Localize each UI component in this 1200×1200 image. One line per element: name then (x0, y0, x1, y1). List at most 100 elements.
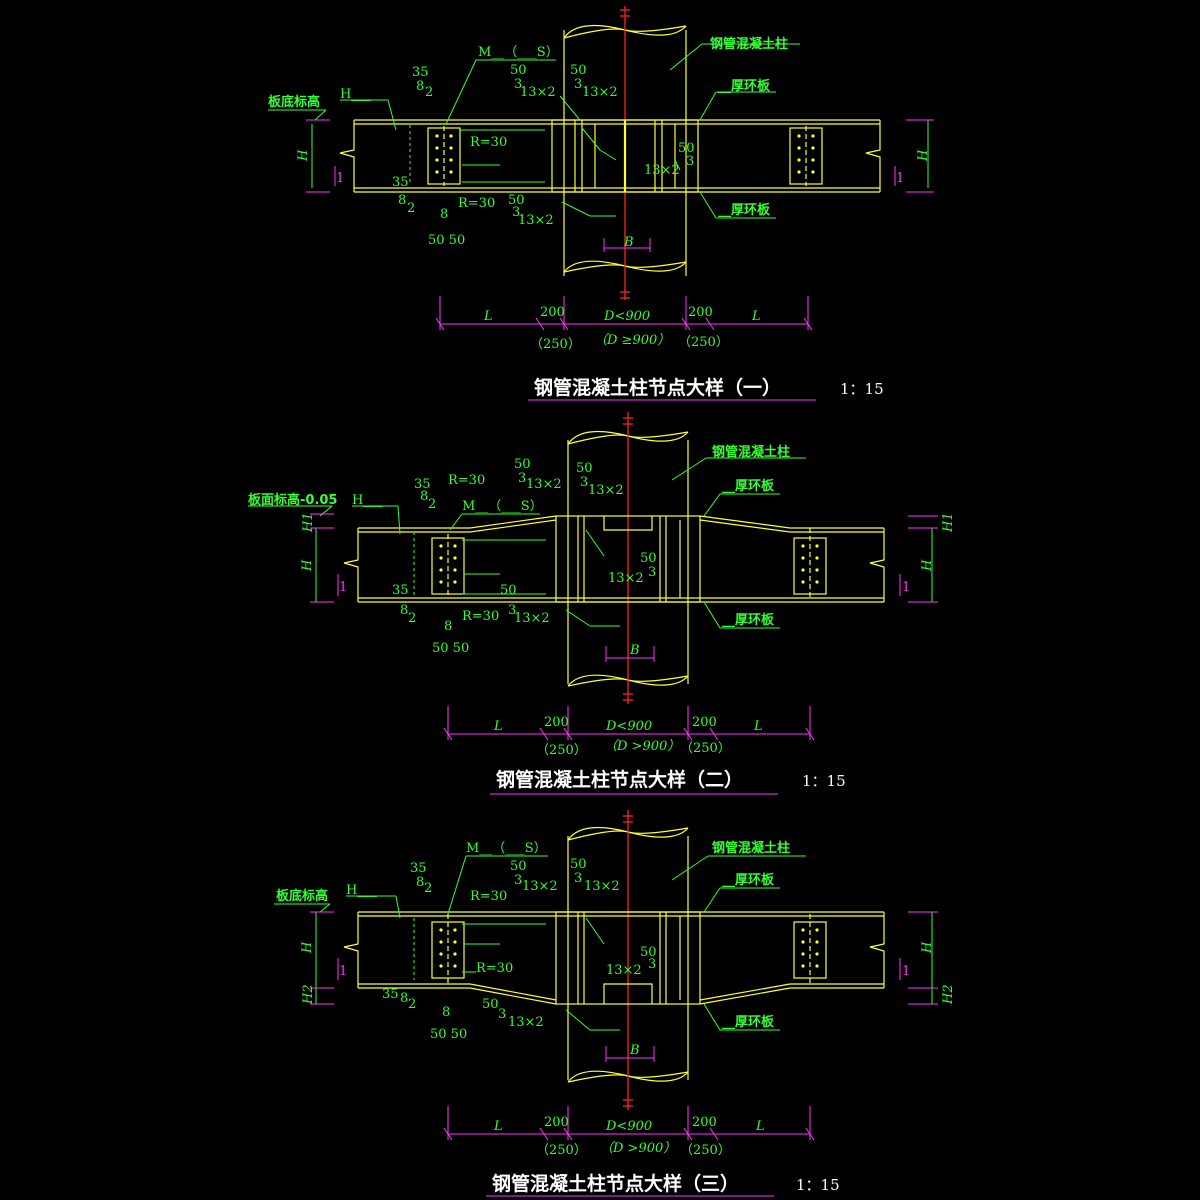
dim-L-right-2: L (753, 719, 763, 734)
dim-H-left-2: H (300, 559, 315, 572)
detail-2: 钢管混凝土柱 __厚环板 __厚环板 板面标高-0.05 H___ M__（__… (248, 412, 956, 795)
dim-8-plate-3: 8 (442, 1005, 450, 1020)
weld-13x2-b-2: 13×2 (588, 483, 624, 498)
dim-L-right-3: L (755, 1119, 765, 1134)
dim-D-alt-3: （D >900） (600, 1140, 676, 1156)
weld-3-c-1: 3 (686, 154, 694, 169)
dim-D-alt-1: （D ≥900） (594, 332, 670, 348)
section-1-right-1: 1 (896, 171, 904, 186)
weld-3-a-1: 3 (514, 77, 522, 92)
dim-8-bot-1: 8 (398, 193, 406, 208)
dim-H-right-2: H (920, 559, 935, 572)
weld-50-b-3: 50 (570, 857, 587, 872)
dim-8-top-2: 8 (420, 489, 428, 504)
dim-8-top-1: 8 (416, 79, 424, 94)
weld-50-d-3: 50 (482, 997, 499, 1012)
weld-13x2-a-1: 13×2 (520, 85, 556, 100)
detail-scale-1: 1：15 (840, 380, 884, 398)
dim-200-right-3: 200 (692, 1115, 717, 1130)
dim-35-top-1: 35 (412, 65, 429, 80)
detail-3: 钢管混凝土柱 __厚环板 __厚环板 板底标高 H___ M__（___S） R… (274, 810, 956, 1197)
dim-H1-right-2: H1 (941, 512, 956, 533)
dim-200-right-2: 200 (692, 715, 717, 730)
column-label-2: 钢管混凝土柱 (712, 444, 790, 460)
dim-8-bot-3: 8 (400, 991, 408, 1006)
weld-3-c-2: 3 (648, 565, 656, 580)
dim-2-bot-2: 2 (408, 611, 416, 626)
steel-beam-1 (339, 119, 881, 193)
ring-plate-top-1: __厚环板 (718, 78, 771, 94)
dim-35-top-2: 35 (414, 477, 431, 492)
section-1-right-2: 1 (902, 580, 910, 595)
dim-35-bot-1: 35 (392, 175, 409, 190)
section-1-left-3: 1 (339, 964, 347, 979)
steel-tube-column-2 (567, 412, 689, 704)
section-1-right-3: 1 (902, 964, 910, 979)
dim-H-left-1: H (296, 149, 311, 162)
dim-B-2: B (629, 643, 640, 658)
detail-title-1: 钢管混凝土柱节点大样（一） (534, 376, 781, 399)
dim-250-left-2: （250） (536, 743, 587, 758)
dim-H-right-1: H (916, 149, 931, 162)
weld-13x2-d-2: 13×2 (514, 611, 550, 626)
weld-13x2-c-2: 13×2 (608, 571, 644, 586)
dim-B-1: B (623, 235, 634, 250)
dim-50-50-1: 50 50 (428, 233, 465, 248)
dim-2-top-2: 2 (428, 497, 436, 512)
weld-50-b-2: 50 (576, 461, 593, 476)
dim-35-bot-2: 35 (392, 583, 409, 598)
weld-50-d-1: 50 (508, 193, 525, 208)
detail-title-3: 钢管混凝土柱节点大样（三） (492, 1172, 739, 1195)
dim-D-3: D<900 (605, 1119, 652, 1134)
dim-200-right-1: 200 (688, 305, 713, 320)
radius-bottom-3: R=30 (476, 961, 513, 976)
dim-H1-left-2: H1 (301, 512, 316, 533)
elevation-label-2: 板面标高-0.05 (248, 492, 337, 508)
ring-plate-top-3: __厚环板 (722, 872, 775, 888)
column-label-3: 钢管混凝土柱 (712, 840, 790, 856)
dim-2-bot-3: 2 (408, 997, 416, 1012)
bolt-label-2: M__（___S） (462, 499, 543, 514)
detail-scale-2: 1：15 (802, 772, 846, 790)
dim-35-bot-3: 35 (382, 987, 399, 1002)
weld-50-b-1: 50 (570, 63, 587, 78)
dim-200-left-3: 200 (544, 1115, 569, 1130)
dim-H-right-3: H (920, 941, 935, 954)
dim-2-bot-1: 2 (407, 201, 415, 216)
weld-3-a-3: 3 (514, 873, 522, 888)
dim-50-50-2: 50 50 (432, 641, 469, 656)
dim-D-2: D<900 (605, 719, 652, 734)
weld-13x2-d-3: 13×2 (508, 1015, 544, 1030)
weld-3-b-2: 3 (580, 475, 588, 490)
detail-1: 钢管混凝土柱 __厚环板 __厚环板 板底标高 H___ M__（___S） R… (268, 6, 934, 401)
column-label-1: 钢管混凝土柱 (710, 36, 788, 52)
ring-plate-bottom-1: __厚环板 (718, 202, 771, 218)
elevation-label-1: 板底标高 (268, 94, 320, 110)
weld-3-d-2: 3 (508, 603, 516, 618)
ring-plate-top-2: __厚环板 (722, 478, 775, 494)
section-1-left-1: 1 (336, 171, 344, 186)
weld-13x2-a-3: 13×2 (522, 879, 558, 894)
beam-height-label-1: H___ (340, 87, 371, 102)
weld-13x2-b-3: 13×2 (584, 879, 620, 894)
weld-13x2-b-1: 13×2 (582, 85, 618, 100)
weld-3-d-3: 3 (498, 1007, 506, 1022)
elevation-label-3: 板底标高 (276, 888, 328, 904)
weld-50-c-2: 50 (640, 551, 657, 566)
weld-50-c-3: 50 (640, 945, 657, 960)
dim-200-left-1: 200 (540, 305, 565, 320)
beam-height-label-3: H___ (346, 883, 377, 898)
section-1-left-2: 1 (339, 580, 347, 595)
dim-L-left-2: L (493, 719, 503, 734)
dim-250-right-3: （250） (680, 1143, 731, 1158)
dim-H-left-3: H (300, 941, 315, 954)
weld-3-a-2: 3 (518, 471, 526, 486)
dim-B-3: B (629, 1043, 640, 1058)
dim-D-alt-2: （D >900） (604, 738, 680, 754)
dim-250-right-2: （250） (680, 741, 731, 756)
weld-50-a-3: 50 (510, 859, 527, 874)
ring-plate-bottom-2: __厚环板 (722, 612, 775, 628)
weld-13x2-c-3: 13×2 (606, 963, 642, 978)
dim-50-50-3: 50 50 (430, 1027, 467, 1042)
